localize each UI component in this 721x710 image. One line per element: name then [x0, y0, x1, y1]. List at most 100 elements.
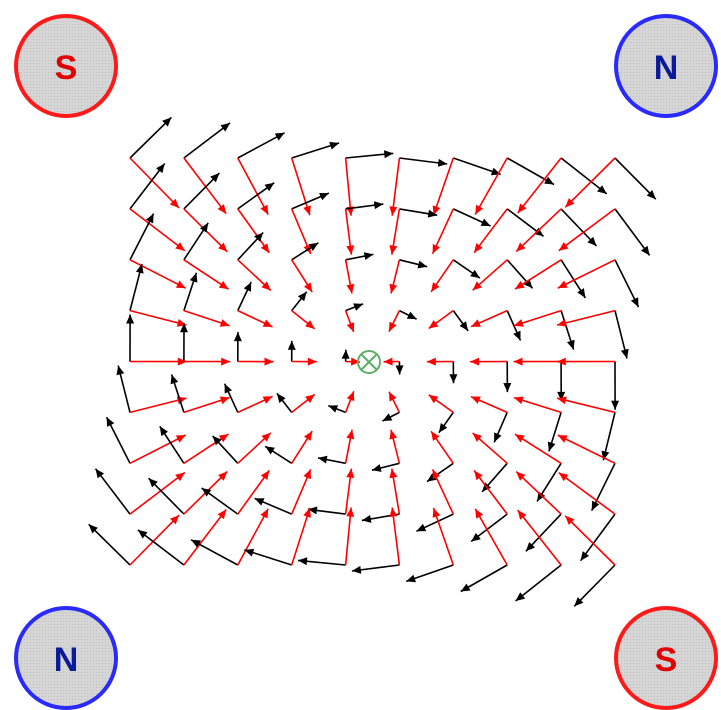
- red-vector: [514, 259, 562, 290]
- red-vector: [183, 433, 229, 464]
- black-vector-head: [533, 227, 544, 237]
- red-vector: [129, 157, 180, 209]
- red-vector: [389, 507, 401, 566]
- red-vector-head: [517, 203, 527, 213]
- black-vector-head: [159, 426, 168, 437]
- black-vector: [460, 564, 508, 593]
- red-vector-head: [262, 396, 273, 404]
- vector-field: [88, 116, 657, 607]
- red-vector: [129, 396, 187, 414]
- black-vector: [264, 445, 293, 464]
- red-vector: [515, 471, 562, 515]
- red-vector-head: [346, 245, 355, 255]
- red-vector-head: [221, 357, 231, 366]
- red-vector: [383, 357, 400, 366]
- red-vector-head: [351, 357, 361, 366]
- red-vector-shaft: [344, 507, 352, 566]
- black-vector: [399, 157, 448, 167]
- black-vector: [560, 208, 598, 247]
- black-vector: [453, 157, 501, 176]
- black-vector: [183, 222, 209, 261]
- black-vector-head: [156, 163, 165, 174]
- red-vector: [344, 208, 355, 255]
- red-vector: [344, 157, 355, 216]
- red-vector-shaft: [556, 309, 616, 326]
- red-vector: [515, 208, 562, 253]
- red-vector: [388, 310, 401, 332]
- red-vector: [183, 396, 230, 414]
- black-vector: [614, 208, 651, 256]
- black-vector-head: [363, 252, 374, 260]
- red-vector-shaft: [432, 157, 455, 216]
- red-vector-head: [217, 204, 227, 214]
- black-vector: [116, 365, 131, 413]
- black-vector: [287, 340, 296, 362]
- red-vector: [517, 157, 562, 214]
- black-vector-head: [274, 132, 285, 141]
- red-vector-head: [557, 280, 568, 289]
- red-vector: [344, 429, 355, 464]
- red-vector: [183, 509, 227, 566]
- red-vector-head: [175, 280, 186, 289]
- red-vector-head: [472, 281, 482, 291]
- red-vector-head: [557, 396, 567, 405]
- black-vector-head: [137, 529, 148, 539]
- red-vector-head: [305, 394, 315, 404]
- red-vector-head: [389, 391, 397, 402]
- black-vector: [129, 116, 172, 159]
- black-vector: [129, 213, 155, 261]
- black-vector: [449, 361, 458, 384]
- black-vector-head: [341, 349, 350, 359]
- red-vector: [428, 309, 454, 330]
- red-vector: [290, 208, 312, 255]
- red-vector: [564, 157, 616, 208]
- black-vector: [399, 259, 428, 269]
- black-vector: [170, 374, 185, 413]
- red-vector-head: [515, 434, 525, 443]
- red-vector-head: [432, 205, 441, 216]
- red-vector: [129, 471, 186, 515]
- black-vector: [345, 201, 384, 210]
- black-vector-head: [224, 383, 232, 394]
- red-vector-shaft: [558, 208, 616, 252]
- black-vector-head: [254, 498, 265, 506]
- black-vector: [237, 231, 264, 261]
- black-vector-head: [145, 213, 154, 224]
- red-vector-head: [432, 244, 440, 254]
- red-vector: [129, 514, 180, 566]
- red-vector-head: [472, 433, 482, 442]
- black-vector: [438, 411, 454, 434]
- red-vector-head: [431, 431, 440, 441]
- red-vector-shaft: [557, 434, 616, 465]
- red-vector-head: [383, 357, 393, 366]
- red-vector-shaft: [517, 509, 562, 566]
- red-vector-shaft: [129, 471, 186, 515]
- red-vector-head: [346, 429, 355, 440]
- red-vector: [237, 508, 269, 566]
- red-vector-shaft: [515, 471, 562, 515]
- black-vector-head: [373, 201, 384, 210]
- red-vector-head: [219, 396, 230, 405]
- red-vector-head: [558, 242, 569, 251]
- black-vector: [452, 259, 481, 279]
- red-vector: [129, 259, 187, 289]
- red-vector-shaft: [237, 508, 269, 566]
- black-vector-head: [587, 236, 597, 246]
- black-vector: [254, 497, 293, 515]
- black-vector: [470, 513, 508, 543]
- black-vector-head: [567, 339, 575, 350]
- red-vector: [237, 469, 270, 515]
- black-vector: [506, 310, 522, 341]
- red-vector-shaft: [344, 157, 352, 216]
- black-vector: [190, 539, 239, 566]
- black-vector-head: [201, 488, 212, 497]
- red-vector-head: [346, 283, 355, 294]
- black-vector: [399, 208, 438, 218]
- red-vector: [428, 394, 454, 414]
- black-vector-head: [471, 532, 481, 542]
- black-vector-shaft: [94, 468, 131, 515]
- red-vector: [473, 470, 508, 515]
- black-vector-head: [317, 455, 328, 464]
- black-vector-head: [417, 260, 428, 269]
- red-vector-shaft: [474, 508, 508, 566]
